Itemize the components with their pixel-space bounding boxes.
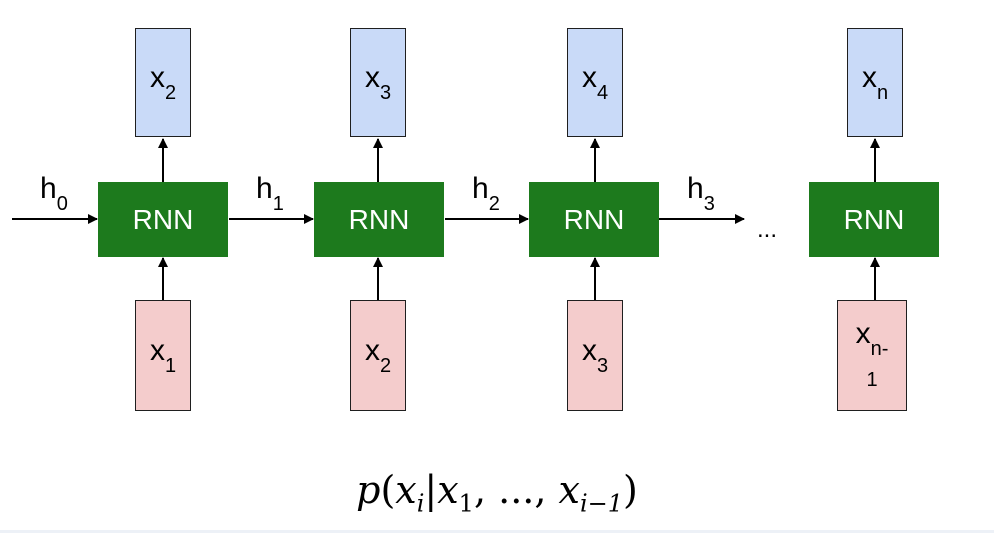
output-label: x4 xyxy=(581,60,609,104)
input-label-wrap: 1 xyxy=(866,369,878,391)
rnn-cell-1: RNN xyxy=(98,182,228,257)
rnn-cell-n: RNN xyxy=(809,182,939,257)
rnn-label: RNN xyxy=(348,203,410,235)
output-box-x3: x3 xyxy=(350,28,406,137)
hidden-state-label-h1: h1 xyxy=(256,172,284,215)
output-label: xn xyxy=(861,60,889,104)
output-box-x2: x2 xyxy=(135,28,191,137)
rnn-label: RNN xyxy=(132,203,194,235)
input-box-x1: x1 xyxy=(135,300,191,411)
output-box-xn: xn xyxy=(847,28,903,137)
input-label: x1 xyxy=(149,333,177,377)
output-label: x2 xyxy=(149,60,177,104)
ellipsis: ... xyxy=(757,216,778,243)
input-box-x2: x2 xyxy=(350,300,406,411)
hidden-state-label-h3: h3 xyxy=(687,172,715,215)
input-label: xn- xyxy=(855,317,889,360)
hidden-state-label-h2: h2 xyxy=(472,172,500,215)
rnn-label: RNN xyxy=(843,203,905,235)
output-label: x3 xyxy=(364,60,392,104)
input-label: x2 xyxy=(364,333,392,377)
input-box-xn-1: xn- 1 xyxy=(837,300,907,411)
input-label: x3 xyxy=(581,333,609,377)
input-box-x3: x3 xyxy=(567,300,623,411)
hidden-state-label-h0: h0 xyxy=(40,172,68,215)
probability-formula: p(xi|x1, ..., xi−1) xyxy=(356,468,638,518)
rnn-cell-3: RNN xyxy=(529,182,659,257)
rnn-cell-2: RNN xyxy=(314,182,444,257)
output-box-x4: x4 xyxy=(567,28,623,137)
rnn-label: RNN xyxy=(563,203,625,235)
